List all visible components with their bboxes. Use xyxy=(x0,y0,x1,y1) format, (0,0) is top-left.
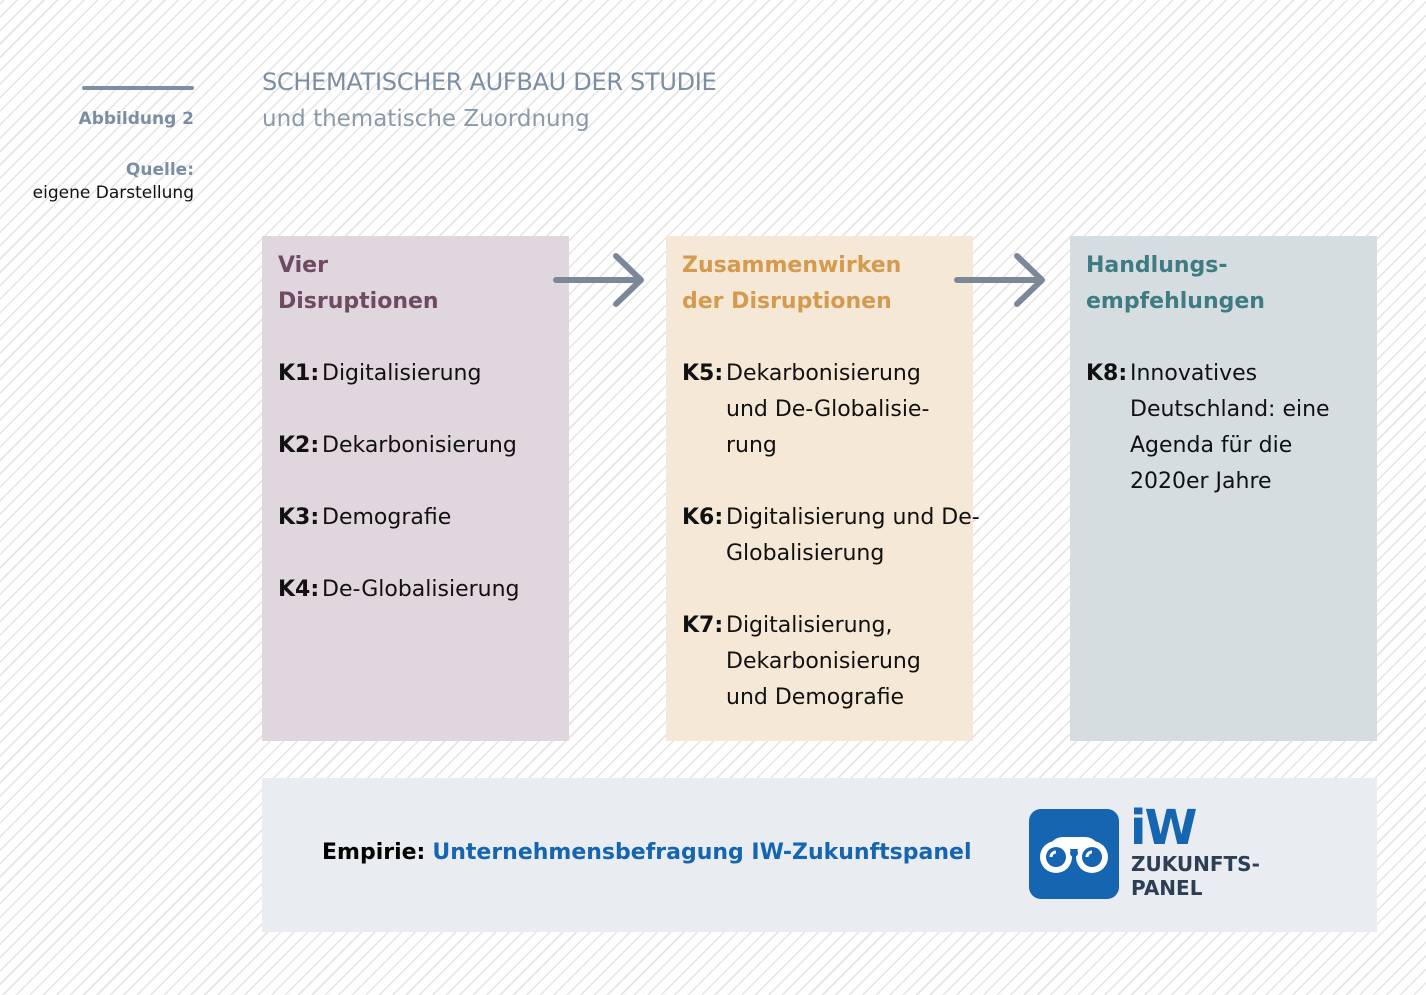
item-k6: K6:Digitalisierung und De-Globalisierung xyxy=(682,500,986,572)
item-text: De-Globalisierung xyxy=(322,577,520,602)
item-key: K5: xyxy=(682,361,724,386)
item-key: K7: xyxy=(682,613,724,638)
logo-brand: iW xyxy=(1130,800,1197,856)
empirie-panel: Empirie: Unternehmensbefragung IW-Zukunf… xyxy=(262,778,1377,932)
box-title: Zusammenwirken der Disruptionen xyxy=(682,253,902,314)
box-interaction: Zusammenwirken der Disruptionen K5:Dekar… xyxy=(666,236,980,741)
arrow-right-icon xyxy=(954,253,1045,307)
item-text: Innovatives Deutschland: eine Agenda für… xyxy=(1130,361,1330,494)
item-k3: K3:Demografie xyxy=(278,500,553,536)
figure-subtitle: und thematische Zuordnung xyxy=(262,106,590,132)
item-text: Dekarbonisierung xyxy=(322,433,517,458)
arrow-right-icon xyxy=(553,253,644,307)
item-k7: K7:Digitalisierung, Dekarbonisierung und… xyxy=(682,608,956,716)
item-k5: K5:Dekarbonisierung und De-Globalisie-ru… xyxy=(682,356,956,464)
source-value: eigene Darstellung xyxy=(32,183,194,203)
figure-rule xyxy=(82,86,194,90)
figure-label: Abbildung 2 xyxy=(78,109,194,129)
item-key: K3: xyxy=(278,505,320,530)
logo-line2: PANEL xyxy=(1131,876,1203,900)
item-text: Digitalisierung xyxy=(322,361,482,386)
item-text: Dekarbonisierung und De-Globalisie-rung xyxy=(726,361,930,458)
item-key: K8: xyxy=(1086,361,1128,386)
empirie-text: Empirie: Unternehmensbefragung IW-Zukunf… xyxy=(322,840,972,865)
item-key: K2: xyxy=(278,433,320,458)
binoculars-icon xyxy=(1029,809,1119,899)
box-title: Handlungs-empfehlungen xyxy=(1086,253,1265,314)
item-text: Demografie xyxy=(322,505,452,530)
box-title: Vier Disruptionen xyxy=(278,253,439,314)
logo-text: ZUKUNFTS-PANEL xyxy=(1131,852,1260,900)
item-text: Digitalisierung, Dekarbonisierung und De… xyxy=(726,613,921,710)
empirie-label: Empirie: xyxy=(322,840,426,865)
logo-line1: ZUKUNFTS- xyxy=(1131,852,1260,876)
box-recommendations: Handlungs-empfehlungen K8:Innovatives De… xyxy=(1070,236,1377,741)
item-k1: K1:Digitalisierung xyxy=(278,356,553,392)
source-label: Quelle: xyxy=(125,160,194,180)
box-disruptions: Vier Disruptionen K1:Digitalisierung K2:… xyxy=(262,236,569,741)
item-key: K1: xyxy=(278,361,320,386)
item-k2: K2:Dekarbonisierung xyxy=(278,428,553,464)
item-text: Digitalisierung und De-Globalisierung xyxy=(726,505,980,566)
item-key: K4: xyxy=(278,577,320,602)
figure-title: SCHEMATISCHER AUFBAU DER STUDIE xyxy=(262,68,717,96)
item-k4: K4:De-Globalisierung xyxy=(278,572,553,608)
item-key: K6: xyxy=(682,505,724,530)
item-k8: K8:Innovatives Deutschland: eine Agenda … xyxy=(1086,356,1360,500)
empirie-value: Unternehmensbefragung IW-Zukunftspanel xyxy=(432,840,972,865)
